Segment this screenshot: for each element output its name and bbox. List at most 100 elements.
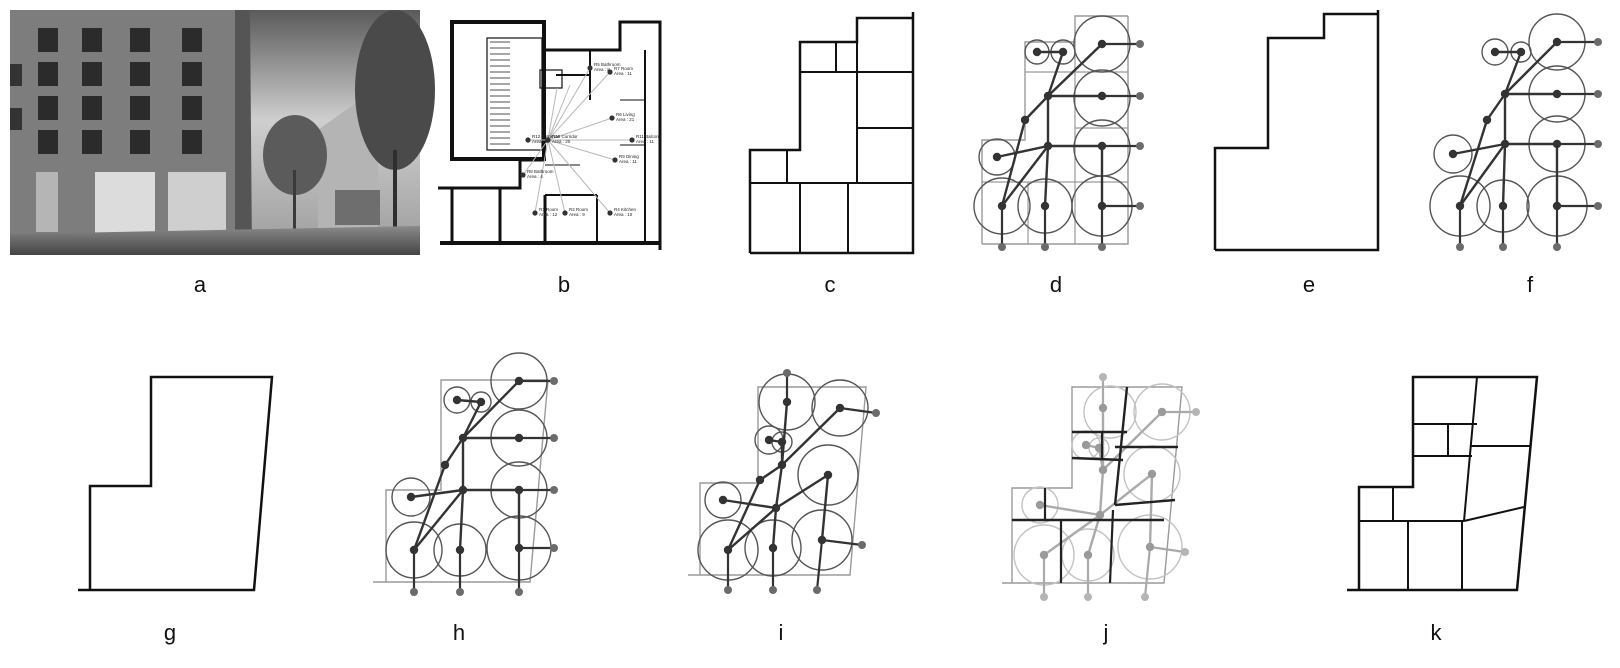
panel-label-c: c (825, 272, 836, 297)
graph-node (817, 535, 827, 545)
room-area: Area : 10 (614, 212, 633, 217)
leaf-node (1098, 243, 1106, 251)
graph-edge (522, 139, 549, 176)
graph-node (723, 545, 733, 555)
graph-edge (547, 87, 558, 141)
panel-i-adjusted-graph (688, 369, 880, 594)
panel-label-d: d (1050, 272, 1062, 297)
panel-label-i: i (779, 620, 784, 645)
graph-edge (1000, 119, 1027, 207)
graph-node (409, 545, 419, 555)
room-node (562, 210, 568, 216)
graph-edge (1501, 143, 1507, 207)
room-node (532, 210, 538, 216)
panel-d-room-graph (973, 15, 1144, 251)
area-circle (797, 444, 859, 506)
window (82, 62, 102, 86)
graph-edge (1148, 473, 1154, 548)
boundary-line (373, 379, 549, 583)
graph-edge (774, 464, 784, 509)
room-node (609, 115, 615, 121)
room-area: Area : 11 (614, 71, 632, 76)
boundary-line (748, 16, 913, 253)
graph-node (1098, 465, 1108, 475)
graph-node (835, 403, 845, 413)
graph-node (1032, 47, 1042, 57)
panel-label-g: g (164, 620, 176, 645)
leaf-node (1594, 90, 1602, 98)
boundary-line (78, 375, 274, 592)
graph-edge (1086, 514, 1102, 556)
area-circle (391, 477, 431, 517)
graph-node (823, 470, 833, 480)
window (182, 130, 202, 154)
room-area: Area : 11 (636, 139, 654, 144)
room-area: Area : 8 (532, 139, 548, 144)
graph-node (1147, 469, 1157, 479)
graph-node (1095, 510, 1105, 520)
graph-edge (547, 139, 616, 161)
plan-walls (544, 20, 662, 250)
window (38, 62, 58, 86)
graph-node (1490, 47, 1500, 57)
panel-label-f: f (1527, 272, 1534, 297)
room-node (587, 65, 593, 71)
leaf-node (456, 588, 464, 596)
panel-label-k: k (1431, 620, 1443, 645)
graph-node (1058, 47, 1068, 57)
graph-node (1516, 47, 1526, 57)
panel-g-new-boundary (78, 375, 274, 592)
graph-node (768, 543, 778, 553)
graph-node (452, 395, 462, 405)
leaf-node (1040, 593, 1048, 601)
graph-edge (547, 67, 591, 141)
window (82, 28, 102, 52)
room-outline (981, 15, 1128, 244)
room-area: Area : 21 (616, 117, 635, 122)
graph-node (1455, 201, 1465, 211)
tree (263, 115, 327, 195)
room-node (520, 172, 526, 178)
graph-node (992, 152, 1002, 162)
graph-edge (771, 507, 778, 549)
room-label: R2 Room (569, 207, 588, 212)
window (10, 64, 22, 86)
leaf-node (550, 377, 558, 385)
area-circle (1433, 134, 1473, 174)
boundary-line (1347, 375, 1539, 592)
shop-window (168, 172, 226, 234)
leaf-node (1553, 243, 1561, 251)
room-label: R8 Bathroom (527, 169, 554, 174)
room-area: Area : 20 (552, 139, 571, 144)
wall-line (1108, 509, 1115, 584)
graph-edge (1486, 93, 1506, 121)
graph-edge (1043, 145, 1050, 207)
panel-label-j: j (1103, 620, 1109, 645)
room-label: R6 Living (616, 112, 635, 117)
window (182, 28, 202, 52)
wall-line (1463, 376, 1478, 522)
graph-edge (781, 407, 841, 466)
graph-node (782, 397, 792, 407)
wall-line (1114, 498, 1176, 507)
graph-edge (1503, 51, 1523, 95)
graph-node (514, 433, 524, 443)
graph-node (1020, 115, 1030, 125)
graph-node (1043, 91, 1053, 101)
room-label: R5 Bathroom (594, 62, 621, 67)
leaf-node (1594, 38, 1602, 46)
leaf-node (769, 586, 777, 594)
leaf-node (410, 588, 418, 596)
panel-e-boundary (1213, 10, 1380, 252)
graph-node (1097, 91, 1107, 101)
tree (355, 10, 435, 170)
graph-node (1097, 39, 1107, 49)
graph-edge (1043, 514, 1101, 556)
graph-edge (458, 489, 465, 551)
graph-node (1043, 141, 1053, 151)
graph-edge (1046, 51, 1065, 97)
graph-edge (410, 488, 464, 499)
area-circle (1083, 385, 1137, 439)
window (82, 130, 102, 154)
